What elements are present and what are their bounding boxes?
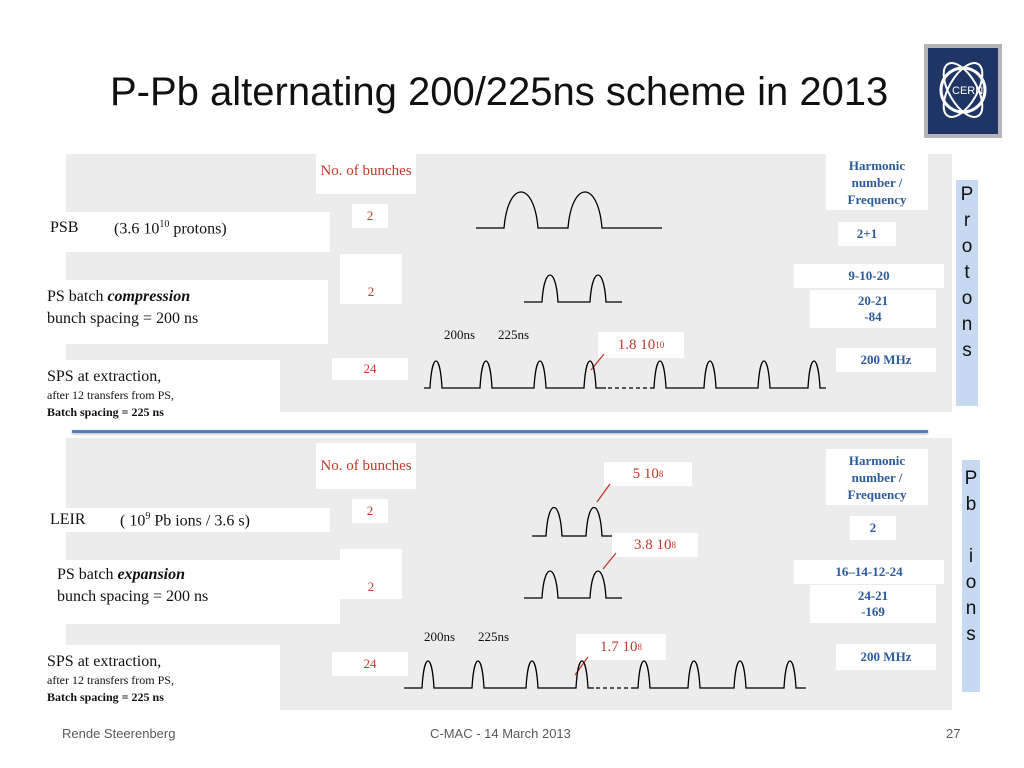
ps-ions-harmonic-a: 16–14-12-24 <box>794 560 944 584</box>
sps-ions-harmonic: 200 MHz <box>836 644 936 670</box>
slide-title: P-Pb alternating 200/225ns scheme in 201… <box>110 70 889 114</box>
psb-harmonic: 2+1 <box>838 222 896 246</box>
sps-protons-line1: SPS at extraction, <box>47 368 162 385</box>
leir-label-box: LEIR ( 109 Pb ions / 3.6 s) <box>44 508 330 532</box>
sps-protons-spacing-225: 225ns <box>498 327 530 342</box>
leir-intensity-pointer <box>596 483 611 503</box>
leir-bunches: 2 <box>352 499 388 523</box>
sps-protons-label-box: SPS at extraction, after 12 transfers fr… <box>40 360 280 428</box>
sps-protons-spacing-200: 200ns <box>444 327 476 342</box>
ions-bunches-header: No. of bunches <box>316 443 416 489</box>
ps-protons-bunches-box: 2 <box>340 254 402 304</box>
ps-protons-line1: PS batch compression <box>47 288 191 305</box>
ps-protons-harmonic-a: 9-10-20 <box>794 264 944 288</box>
sps-protons-bunches: 24 <box>332 358 408 380</box>
ps-protons-harmonic-b: 20-21-84 <box>810 290 936 328</box>
leir-detail: ( 109 Pb ions / 3.6 s) <box>120 511 250 530</box>
ps-protons-line2: bunch spacing = 200 ns <box>47 310 199 327</box>
psb-bunches: 2 <box>352 204 388 228</box>
psb-detail: (3.6 1010 protons) <box>114 219 227 238</box>
ps-ions-label-box: PS batch expansion bunch spacing = 200 n… <box>50 560 340 624</box>
sps-protons-line3: Batch spacing = 225 ns <box>47 405 164 419</box>
footer-event: C-MAC - 14 March 2013 <box>430 726 571 741</box>
ps-protons-bunches: 2 <box>367 284 375 299</box>
ps-ions-harmonic-b: 24-21-169 <box>810 585 936 623</box>
ps-ions-bunches: 2 <box>367 579 375 594</box>
ps-ions-bunch-waveform <box>524 570 622 599</box>
harmonic-header: Harmonic number / Frequency <box>826 154 928 210</box>
footer-page-number: 27 <box>946 726 961 741</box>
sps-ions-bunch-train <box>404 660 806 689</box>
bunches-header: No. of bunches <box>316 148 416 194</box>
sps-ions-label-box: SPS at extraction, after 12 transfers fr… <box>40 645 280 713</box>
psb-name: PSB <box>50 219 79 236</box>
sps-protons-harmonic: 200 MHz <box>836 348 936 372</box>
ps-protons-bunch-waveform <box>524 274 622 303</box>
leir-harmonic: 2 <box>850 516 896 540</box>
sps-ions-bunches: 24 <box>332 652 408 676</box>
ps-ions-bunches-box: 2 <box>340 549 402 599</box>
leir-name: LEIR <box>50 511 86 528</box>
sps-ions-line3: Batch spacing = 225 ns <box>47 690 164 704</box>
psb-bunch-waveform <box>476 191 662 229</box>
sps-ions-spacing-225: 225ns <box>478 629 510 644</box>
svg-text:CERN: CERN <box>952 85 983 97</box>
sps-protons-bunch-train <box>424 360 826 389</box>
section-separator <box>72 430 928 433</box>
sps-ions-line1: SPS at extraction, <box>47 653 162 670</box>
ps-protons-label-box: PS batch compression bunch spacing = 200… <box>40 280 328 344</box>
ps-ions-line1: PS batch expansion <box>57 566 186 583</box>
sps-protons-line2: after 12 transfers from PS, <box>47 388 174 402</box>
cern-logo: CERN <box>924 44 1002 138</box>
leir-bunch-waveform <box>532 506 612 537</box>
sps-ions-line2: after 12 transfers from PS, <box>47 673 174 687</box>
sps-ions-spacing-200: 200ns <box>424 629 456 644</box>
ps-ions-intensity-pointer <box>602 552 617 570</box>
ps-ions-line2: bunch spacing = 200 ns <box>57 588 209 605</box>
footer-author: Rende Steerenberg <box>62 726 176 741</box>
psb-label-box: PSB (3.6 1010 protons) <box>44 212 330 252</box>
ions-harmonic-header: Harmonic number / Frequency <box>826 449 928 505</box>
